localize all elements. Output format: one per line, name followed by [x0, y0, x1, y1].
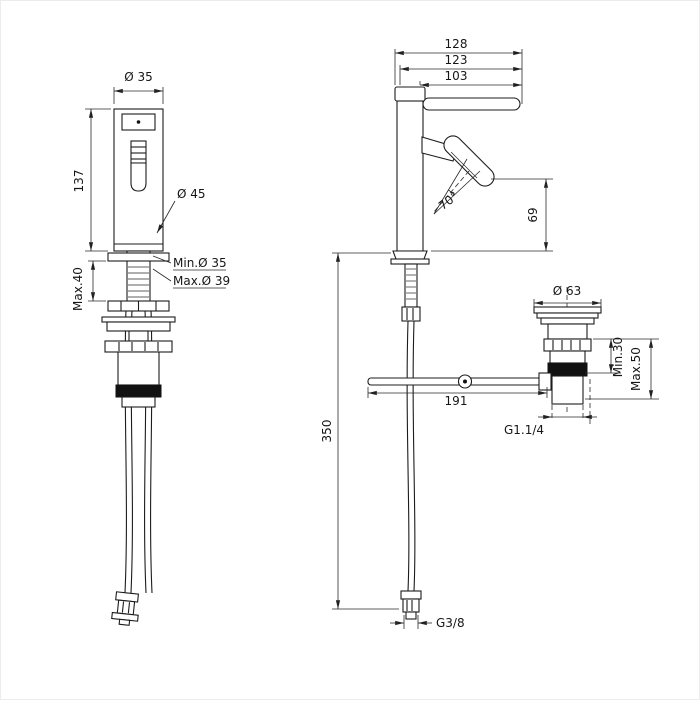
rod-clevis	[538, 372, 552, 391]
side-escutcheon	[392, 250, 428, 260]
drain-side-view: Ø 63 Min.30 Max.50 191 G1.1/4	[367, 284, 659, 437]
dim-label-height: 137	[72, 170, 86, 193]
dim-label-supply-thread: G3/8	[436, 616, 465, 630]
dim-label-depth-mid: 123	[445, 53, 468, 67]
dim-label-base-diameter: Ø 45	[177, 187, 206, 201]
front-drain-assembly	[101, 316, 176, 408]
front-dimensions: Ø 35 137 Ø 45 Min.Ø 35 Max.Ø 39 Max.40	[71, 70, 230, 311]
side-hose-connector	[400, 590, 422, 620]
side-spray-head	[443, 135, 495, 187]
front-view: Ø 35 137 Ø 45 Min.Ø 35 Max.Ø 39 Max.40	[71, 70, 230, 626]
dim-label-spout-height: 69	[526, 207, 540, 222]
dim-label-top-diameter: Ø 35	[124, 70, 153, 84]
dim-label-deck-max: Max.40	[71, 267, 85, 311]
side-supply-hose	[406, 320, 416, 592]
drain-dimensions: Ø 63 Min.30 Max.50 191 G1.1/4	[367, 284, 659, 437]
front-hose-connector	[111, 591, 140, 626]
popup-rod	[367, 374, 548, 389]
drain-assembly	[533, 287, 602, 425]
dim-label-flange-diameter: Ø 63	[553, 284, 582, 298]
side-dimensions: 128 123 103 69 350 G3/8	[320, 37, 553, 630]
dim-label-deck-max: Max.50	[629, 347, 643, 391]
front-faucet-body	[113, 108, 164, 252]
front-handle	[130, 162, 147, 192]
drain-gasket	[547, 362, 588, 377]
front-drain-gasket	[115, 384, 162, 398]
dim-label-hole-min: Min.Ø 35	[173, 256, 227, 270]
dim-label-deck-min: Min.30	[611, 337, 625, 377]
side-faucet-body	[390, 86, 521, 322]
dim-label-rod-length: 191	[445, 394, 468, 408]
side-view: 70° 128 123 103 69	[320, 37, 553, 630]
dim-label-waste-thread: G1.1/4	[504, 423, 544, 437]
dim-label-hose-length: 350	[320, 420, 334, 443]
side-lever-handle	[422, 97, 521, 111]
handle-pin	[136, 120, 141, 124]
dim-label-spout-reach: 103	[445, 69, 468, 83]
dim-label-depth-total: 128	[445, 37, 468, 51]
front-mounting-shank	[107, 250, 170, 312]
dim-label-hole-max: Max.Ø 39	[173, 274, 230, 288]
